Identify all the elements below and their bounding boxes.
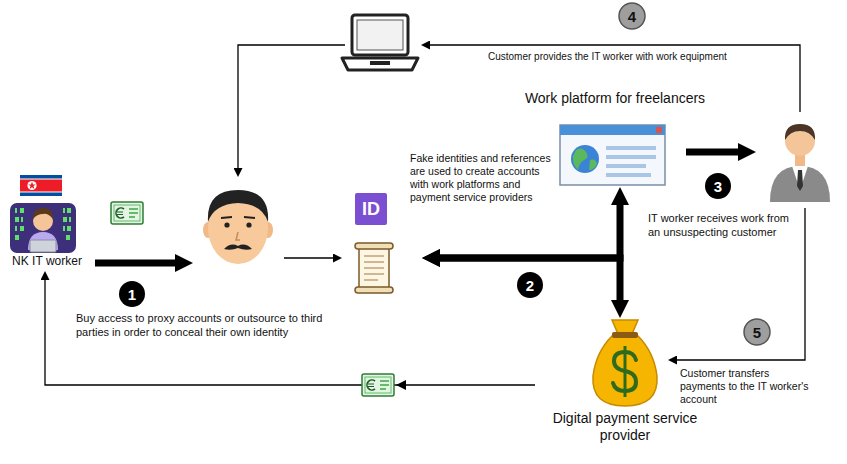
callout-number: 4 <box>619 3 645 29</box>
money-bag-icon <box>593 320 657 406</box>
cash-icon <box>111 202 143 224</box>
middleman-icon <box>203 190 273 264</box>
callout-number: 5 <box>744 319 770 345</box>
flow-arrow <box>45 280 535 385</box>
annotation-text: Customer transfers payments to the IT wo… <box>680 367 815 406</box>
annotation-text: Buy access to proxy accounts or outsourc… <box>76 312 351 340</box>
id-badge: ID <box>355 193 387 225</box>
annotation-text: IT worker receives work from an unsuspec… <box>648 212 793 240</box>
annotation-text: Customer provides the IT worker with wor… <box>488 51 808 64</box>
cash-icon <box>362 374 394 396</box>
id-node: ID <box>350 190 422 295</box>
callout-number: 2 <box>517 272 543 298</box>
thick-arrow <box>440 205 620 258</box>
callout-number: 1 <box>119 281 145 307</box>
nk-flag <box>20 175 62 196</box>
badge-text: ID <box>362 199 380 220</box>
node-label: Work platform for freelancers <box>512 90 718 107</box>
icon-node: Work platform for freelancers <box>512 90 718 187</box>
it-worker-icon <box>10 203 76 253</box>
customer-icon <box>770 124 830 202</box>
work-platform-icon <box>560 125 665 185</box>
arrow-head <box>396 380 406 390</box>
icon-node: NK IT worker <box>4 172 90 271</box>
callout-number: 3 <box>705 173 731 199</box>
node-label: NK IT worker <box>4 254 90 268</box>
laptop-icon <box>342 15 418 70</box>
document-scroll <box>355 243 393 293</box>
thick-arrow <box>440 258 620 300</box>
node-label: Digital payment service provider <box>535 410 715 444</box>
annotation-text: Fake identities and references are used … <box>410 152 560 205</box>
